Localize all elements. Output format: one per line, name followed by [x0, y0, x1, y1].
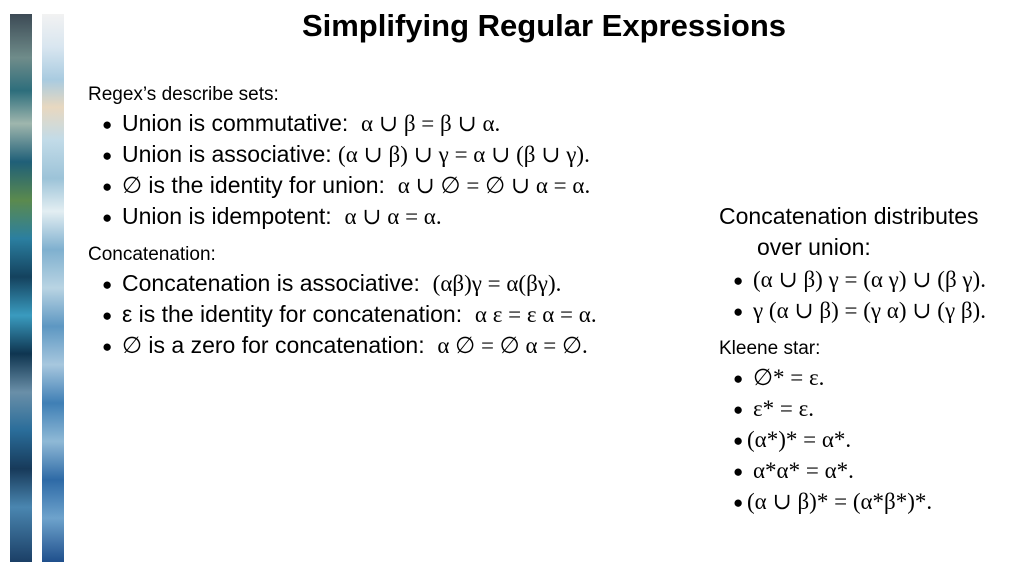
decorative-stripe-left	[10, 14, 32, 562]
sets-item: ● Union is commutative: α ∪ β = β ∪ α.	[102, 108, 500, 140]
distrib-item-math: (α ∪ β) γ = (α γ) ∪ (β γ).	[753, 267, 986, 292]
concat-item-text: ∅ is a zero for concatenation:	[122, 332, 425, 358]
bullet-icon: ●	[102, 115, 113, 134]
kleene-item: ●(α*)* = α*.	[733, 424, 851, 456]
decorative-stripe-right	[42, 14, 64, 562]
bullet-icon: ●	[733, 369, 744, 388]
sets-item-math: α ∪ β = β ∪ α.	[361, 111, 501, 136]
kleene-item-math: ε* = ε.	[753, 396, 815, 421]
kleene-item: ● ε* = ε.	[733, 393, 814, 425]
concat-item: ● ∅ is a zero for concatenation: α ∅ = ∅ …	[102, 330, 588, 362]
bullet-icon: ●	[733, 400, 744, 419]
bullet-icon: ●	[102, 337, 113, 356]
kleene-item-math: ∅* = ε.	[753, 365, 825, 390]
sets-heading: Regex’s describe sets:	[88, 84, 279, 105]
concat-item: ● Concatenation is associative: (αβ)γ = α…	[102, 268, 561, 300]
slide-title: Simplifying Regular Expressions	[301, 8, 787, 43]
kleene-item: ●(α ∪ β)* = (α*β*)*.	[733, 486, 932, 518]
sets-item-math: α ∪ ∅ = ∅ ∪ α = α.	[397, 173, 591, 198]
sets-item: ● Union is idempotent: α ∪ α = α.	[102, 201, 442, 233]
bullet-icon: ●	[733, 302, 744, 321]
bullet-icon: ●	[102, 177, 113, 196]
bullet-icon: ●	[733, 431, 744, 450]
concat-item-math: (αβ)γ = α(βγ).	[432, 271, 562, 296]
bullet-icon: ●	[733, 271, 744, 290]
distrib-item: ● γ (α ∪ β) = (γ α) ∪ (γ β).	[733, 295, 986, 327]
kleene-heading: Kleene star:	[719, 338, 821, 359]
sets-item: ● ∅ is the identity for union: α ∪ ∅ = ∅ …	[102, 170, 590, 202]
concat-heading: Concatenation:	[88, 244, 216, 265]
bullet-icon: ●	[102, 306, 113, 325]
kleene-item-math: (α ∪ β)* = (α*β*)*.	[747, 489, 933, 514]
concat-item-text: ε is the identity for concatenation:	[122, 301, 463, 327]
sets-item-math: (α ∪ β) ∪ γ = α ∪ (β ∪ γ).	[338, 142, 590, 167]
bullet-icon: ●	[102, 208, 113, 227]
concat-item-math: α ∅ = ∅ α = ∅.	[437, 333, 588, 358]
kleene-item-math: (α*)* = α*.	[747, 427, 852, 452]
sets-item-math: α ∪ α = α.	[344, 204, 442, 229]
bullet-icon: ●	[102, 275, 113, 294]
sets-item-text: Union is idempotent:	[122, 203, 332, 229]
distrib-heading-line-1: Concatenation distributes	[719, 203, 979, 229]
sets-item-text: ∅ is the identity for union:	[122, 172, 385, 198]
distrib-item: ● (α ∪ β) γ = (α γ) ∪ (β γ).	[733, 264, 986, 296]
sets-item-text: Union is associative:	[122, 141, 332, 167]
bullet-icon: ●	[733, 493, 744, 512]
bullet-icon: ●	[733, 462, 744, 481]
sets-item: ● Union is associative: (α ∪ β) ∪ γ = α ∪…	[102, 139, 590, 171]
concat-item-text: Concatenation is associative:	[122, 270, 420, 296]
sets-item-text: Union is commutative:	[122, 110, 349, 136]
distrib-heading-line-2: over union:	[757, 234, 871, 260]
kleene-item: ● ∅* = ε.	[733, 362, 824, 394]
kleene-item: ● α*α* = α*.	[733, 455, 854, 487]
kleene-item-math: α*α* = α*.	[753, 458, 854, 483]
concat-item-math: α ε = ε α = α.	[474, 302, 597, 327]
distrib-item-math: γ (α ∪ β) = (γ α) ∪ (γ β).	[753, 298, 986, 323]
concat-item: ● ε is the identity for concatenation: α …	[102, 299, 597, 331]
bullet-icon: ●	[102, 146, 113, 165]
